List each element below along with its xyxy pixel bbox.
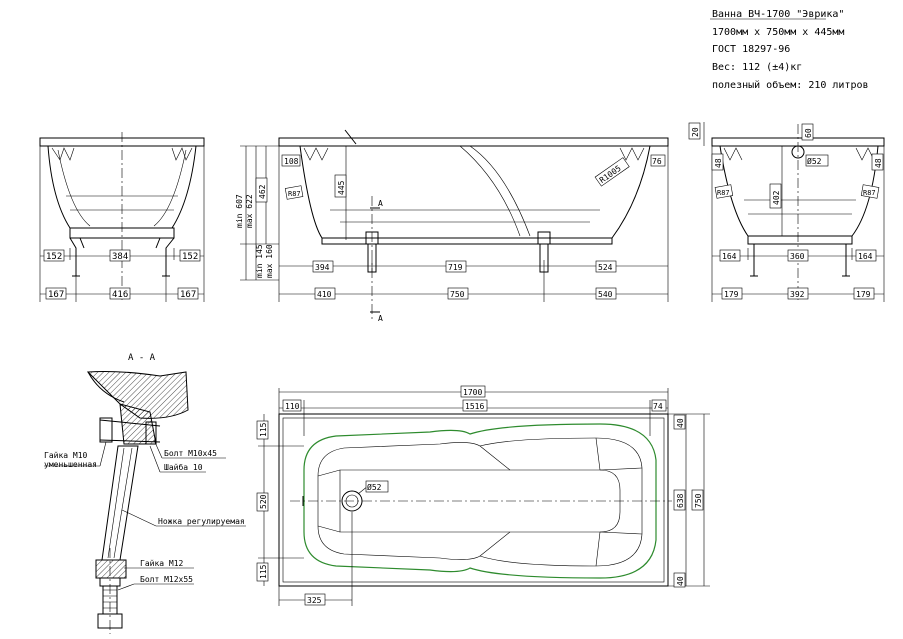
- spec-dimensions: 1700мм х 750мм х 445мм: [712, 27, 844, 38]
- label-bolt-m12: Болт М12х55: [140, 575, 193, 584]
- plan-view: 1700 110 1516 74 115 520 115 Ø52: [256, 385, 710, 606]
- front-dim-top-right: 152: [182, 252, 198, 262]
- end-dim-48-left: 48: [714, 158, 723, 168]
- side-dim-bottom-left: 410: [317, 290, 332, 299]
- plan-dim-74: 74: [653, 402, 663, 411]
- side-dim-bottom-right: 540: [598, 290, 613, 299]
- plan-dim-40-top: 40: [676, 418, 685, 428]
- label-leg: Ножка регулируемая: [158, 517, 245, 526]
- side-dim-445: 445: [337, 180, 346, 195]
- plan-dim-110: 110: [285, 402, 300, 411]
- side-dim-min607: min 607: [235, 194, 244, 228]
- side-dim-108: 108: [284, 157, 299, 166]
- section-mark-bottom: A: [378, 314, 383, 323]
- end-dim-402: 402: [772, 190, 781, 205]
- side-dim-top-mid: 719: [448, 263, 463, 272]
- label-nut-m12: Гайка М12: [140, 559, 184, 568]
- front-dim-bottom-mid: 416: [112, 290, 128, 300]
- end-dim-48-right: 48: [874, 158, 883, 168]
- label-nut-m10-line1: Гайка М10: [44, 451, 88, 460]
- front-dim-top-left: 152: [46, 252, 62, 262]
- label-washer: Шайба 10: [164, 462, 203, 472]
- spec-block: Ванна ВЧ-1700 "Эврика" 1700мм х 750мм х …: [710, 9, 869, 91]
- front-dim-bottom-left: 167: [48, 290, 64, 300]
- side-dim-max160: max 160: [265, 244, 274, 278]
- plan-dim-40-bottom: 40: [676, 576, 685, 586]
- section-title: А - А: [128, 353, 156, 363]
- end-dim-top-left: 164: [722, 252, 737, 261]
- end-dim-r87-right: R87: [863, 189, 876, 197]
- side-dim-76: 76: [652, 157, 662, 166]
- spec-title: Ванна ВЧ-1700 "Эврика": [712, 9, 844, 20]
- plan-dim-638: 638: [676, 493, 685, 508]
- plan-dim-1516: 1516: [465, 402, 484, 411]
- label-nut-m10-line2: уменьшенная: [44, 460, 97, 469]
- plan-dim-115-top: 115: [259, 422, 268, 437]
- label-bolt-m10: Болт М10х45: [164, 449, 217, 458]
- side-dim-top-left: 394: [315, 263, 330, 272]
- end-view: 20 60 48 48 Ø52 402 R87 R87 164 3: [688, 122, 885, 302]
- plan-dim-phi52: Ø52: [367, 482, 382, 492]
- end-dim-top-mid: 360: [790, 252, 805, 261]
- plan-dim-750: 750: [694, 493, 703, 508]
- side-dim-max622: max 622: [245, 194, 254, 228]
- spec-volume: полезный объем: 210 литров: [712, 79, 869, 91]
- plan-dim-1700: 1700: [463, 388, 482, 397]
- plan-dim-115-bottom: 115: [259, 564, 268, 579]
- front-dim-top-mid: 384: [112, 252, 128, 262]
- end-dim-20: 20: [691, 127, 700, 137]
- section-mark-top: A: [378, 199, 383, 208]
- end-dim-bottom-mid: 392: [790, 290, 805, 299]
- front-dim-bottom-right: 167: [180, 290, 196, 300]
- spec-weight: Вес: 112 (±4)кг: [712, 62, 802, 73]
- side-dim-462: 462: [258, 184, 267, 199]
- plan-dim-325: 325: [307, 596, 322, 605]
- side-dim-r87: R87: [288, 190, 301, 198]
- spec-standard: ГОСТ 18297-96: [712, 44, 790, 55]
- end-dim-r87-left: R87: [717, 189, 730, 197]
- section-aa: А - А Гайка М10 уменьшенная Болт М10х45 …: [44, 353, 246, 634]
- plan-dim-520: 520: [259, 494, 268, 509]
- side-dim-bottom-mid: 750: [450, 290, 465, 299]
- side-dim-top-right: 524: [598, 263, 613, 272]
- end-dim-bottom-left: 179: [724, 290, 739, 299]
- end-dim-top-right: 164: [858, 252, 873, 261]
- side-view: A A 108 76 R87 R1005 445 min 607 max 622: [235, 129, 669, 323]
- end-dim-phi52: Ø52: [807, 156, 822, 166]
- end-dim-60: 60: [804, 128, 813, 138]
- end-dim-bottom-right: 179: [856, 290, 871, 299]
- side-dim-min145: min 145: [255, 244, 264, 278]
- front-view: 152 384 152 167 416 167: [39, 132, 205, 302]
